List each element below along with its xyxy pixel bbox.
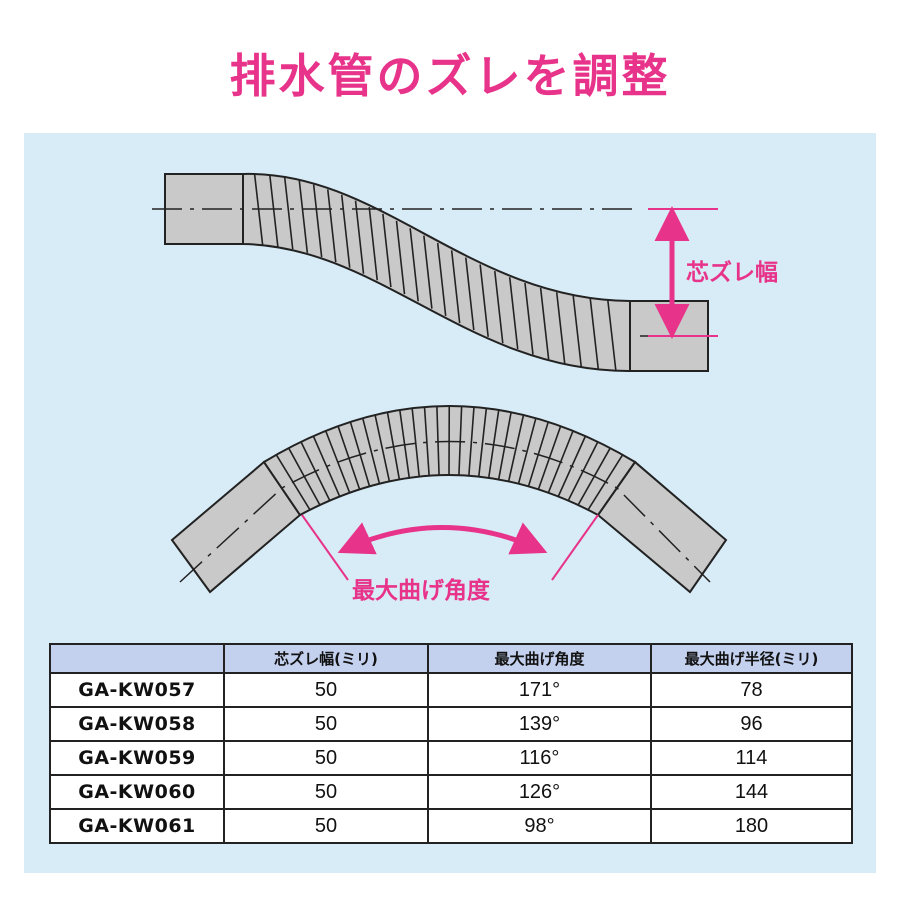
pipe-diagram: 芯ズレ幅 最大曲げ角度 bbox=[152, 172, 778, 604]
bellows-rib bbox=[607, 300, 617, 371]
table-row: GA-KW059 50 116° 114 bbox=[49, 740, 853, 776]
radius-cell: 144 bbox=[650, 774, 853, 810]
offset-pipe-illustration bbox=[152, 172, 716, 373]
offset-cell: 50 bbox=[223, 740, 429, 776]
page-title: 排水管のズレを調整 bbox=[229, 49, 671, 103]
table-header-row: 芯ズレ幅(ミリ) 最大曲げ角度 最大曲げ半径(ミリ) bbox=[49, 643, 853, 674]
model-cell: GA-KW057 bbox=[49, 672, 225, 708]
bent-bellows-rib bbox=[517, 417, 537, 484]
bellows-rib bbox=[382, 213, 392, 288]
flexible-bellows-body bbox=[242, 172, 631, 373]
bent-bellows-rib bbox=[497, 412, 512, 480]
bellows-rib bbox=[423, 235, 433, 309]
angle-cell: 116° bbox=[427, 740, 652, 776]
bellows-rib bbox=[269, 175, 279, 247]
bellows-rib bbox=[368, 207, 379, 281]
bent-centerline bbox=[179, 440, 711, 583]
offset-dimension: 芯ズレ幅 bbox=[648, 206, 778, 339]
model-cell: GA-KW058 bbox=[49, 706, 225, 742]
table-row: GA-KW058 50 139° 96 bbox=[49, 706, 853, 742]
bellows-rib bbox=[589, 298, 600, 370]
bellows-rib bbox=[436, 242, 447, 316]
bent-bellows-rib bbox=[361, 417, 381, 484]
bent-pipe-illustration bbox=[170, 405, 728, 594]
bellows-ribs bbox=[253, 174, 617, 371]
model-cell: GA-KW060 bbox=[49, 774, 225, 810]
offset-cell: 50 bbox=[223, 774, 429, 810]
bellows-rib bbox=[508, 277, 519, 350]
bellows-rib bbox=[539, 287, 550, 360]
bent-bellows-rib bbox=[436, 406, 440, 476]
angle-cell: 98° bbox=[427, 808, 652, 844]
offset-label: 芯ズレ幅 bbox=[686, 259, 778, 286]
offset-cell: 50 bbox=[223, 808, 429, 844]
angle-cell: 139° bbox=[427, 706, 652, 742]
bellows-rib bbox=[340, 194, 351, 268]
radius-cell: 114 bbox=[650, 740, 853, 776]
table-row: GA-KW057 50 171° 78 bbox=[49, 672, 853, 708]
bellows-rib bbox=[409, 228, 419, 302]
angle-arrow bbox=[337, 522, 548, 555]
model-cell: GA-KW059 bbox=[49, 740, 225, 776]
bent-bellows-rib bbox=[399, 409, 411, 478]
bent-bellows-rib bbox=[386, 412, 401, 480]
bellows-rib bbox=[298, 180, 309, 253]
model-cell: GA-KW061 bbox=[49, 808, 225, 844]
offset-cell: 50 bbox=[223, 706, 429, 742]
header-cell-offset: 芯ズレ幅(ミリ) bbox=[223, 643, 429, 674]
radius-cell: 96 bbox=[650, 706, 853, 742]
header-cell-angle: 最大曲げ角度 bbox=[427, 643, 652, 674]
table-row: GA-KW060 50 126° 144 bbox=[49, 774, 853, 810]
bellows-rib bbox=[464, 257, 475, 331]
angle-label: 最大曲げ角度 bbox=[352, 577, 491, 604]
bellows-rib bbox=[493, 271, 504, 344]
bent-bellows-rib bbox=[411, 408, 420, 477]
offset-cell: 50 bbox=[223, 672, 429, 708]
bellows-rib bbox=[312, 184, 323, 258]
bent-bellows-rib bbox=[478, 408, 488, 477]
radius-cell: 78 bbox=[650, 672, 853, 708]
bellows-rib bbox=[479, 264, 489, 337]
bellows-rib bbox=[450, 250, 461, 324]
header-cell-radius: 最大曲げ半径(ミリ) bbox=[650, 643, 853, 674]
bellows-rib bbox=[283, 177, 294, 250]
angle-cell: 171° bbox=[427, 672, 652, 708]
bellows-rib bbox=[555, 292, 566, 364]
bent-bellows-rib bbox=[487, 409, 500, 478]
radius-cell: 180 bbox=[650, 808, 853, 844]
bent-bellows-rib bbox=[468, 406, 475, 476]
bellows-rib bbox=[524, 282, 534, 355]
spec-table: 芯ズレ幅(ミリ) 最大曲げ角度 最大曲げ半径(ミリ) GA-KW057 50 1… bbox=[49, 643, 853, 844]
bent-bellows-rib bbox=[507, 414, 525, 482]
table-row: GA-KW061 50 98° 180 bbox=[49, 808, 853, 844]
bellows-rib bbox=[395, 220, 406, 295]
bellows-rib bbox=[354, 200, 365, 274]
bent-bellows-rib bbox=[458, 406, 463, 476]
header-cell-model bbox=[49, 643, 225, 674]
angle-cell: 126° bbox=[427, 774, 652, 810]
bellows-rib bbox=[572, 295, 583, 367]
bent-bellows-rib bbox=[374, 414, 391, 482]
bellows-rib bbox=[326, 189, 337, 263]
angle-dimension: 最大曲げ角度 bbox=[301, 514, 599, 604]
bent-bellows-rib bbox=[423, 406, 430, 476]
